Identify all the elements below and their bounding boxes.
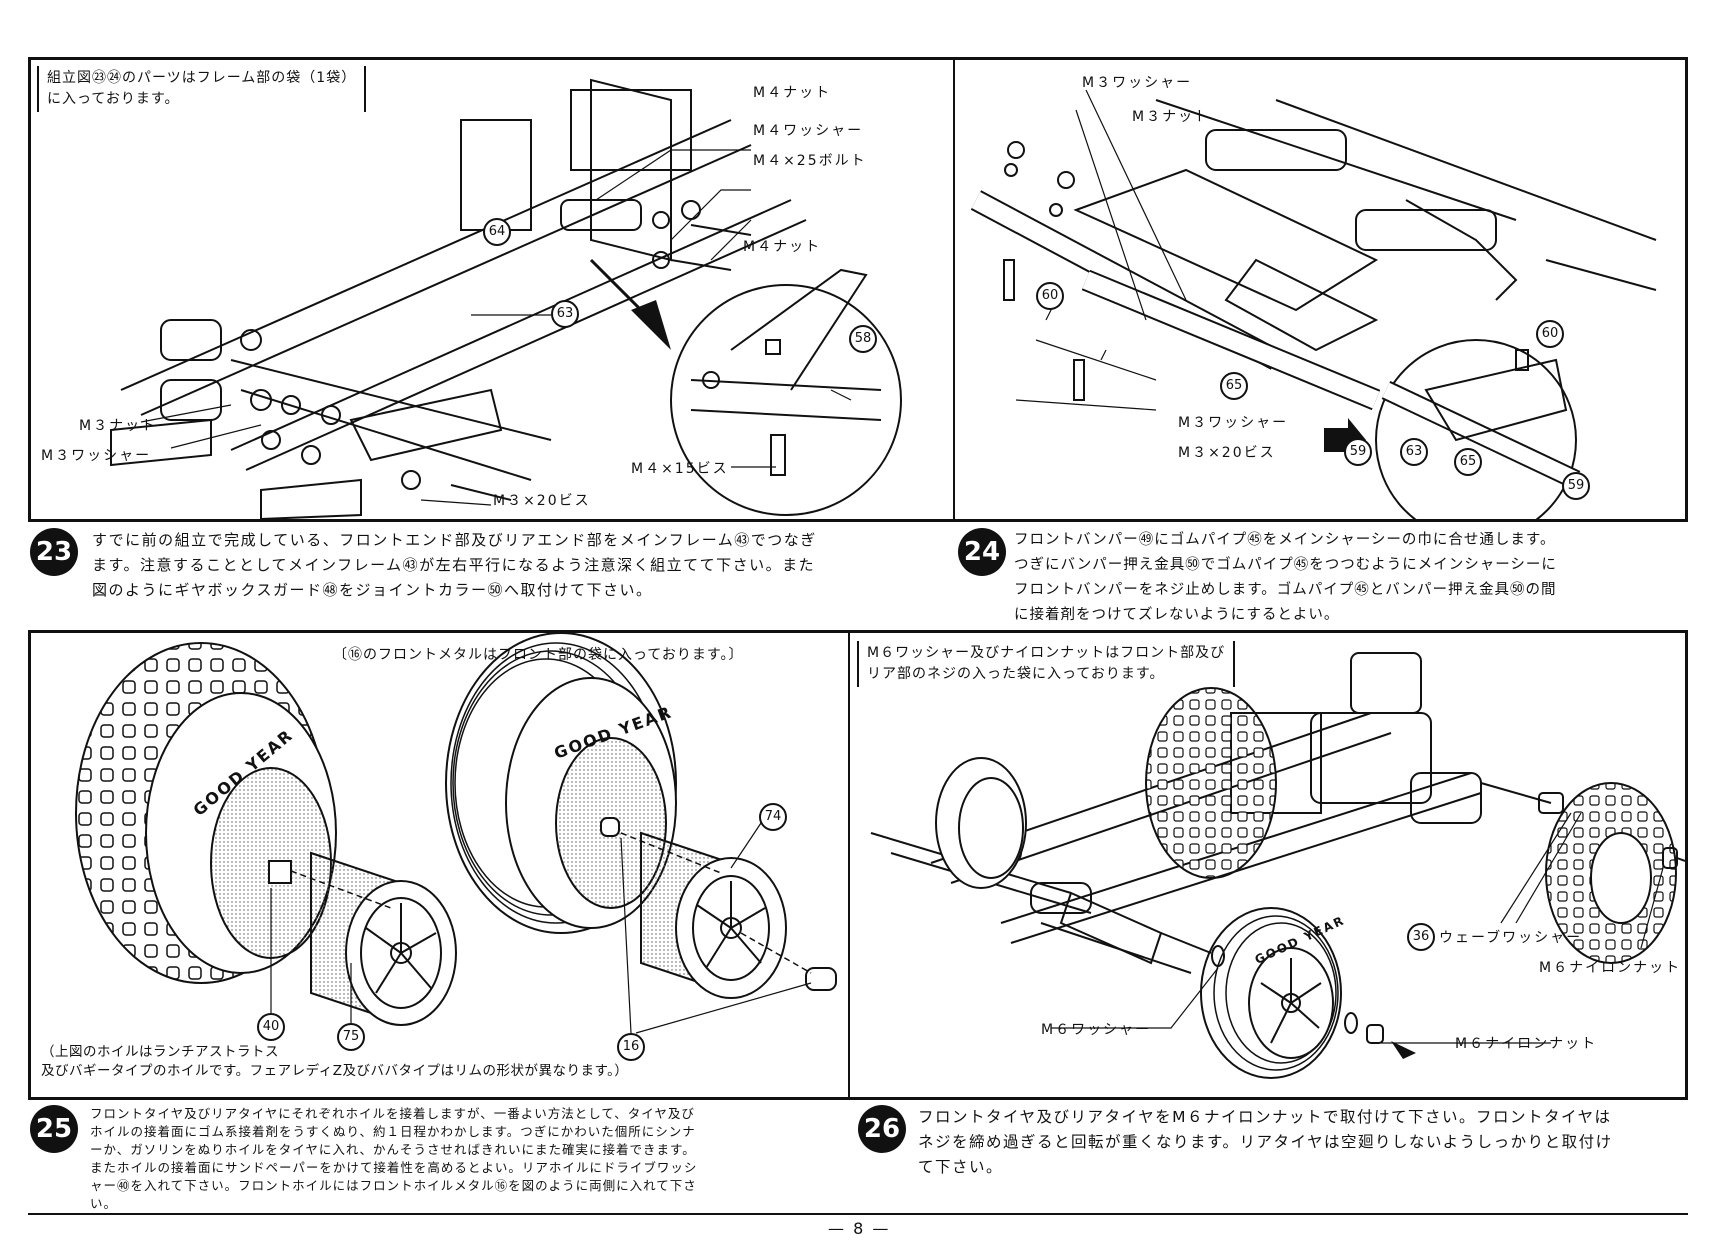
label-m6-nylon-nut-rear: M６ナイロンナット (1539, 960, 1682, 976)
step-25-text: フロントタイヤ及びリアタイヤにそれぞれホイルを接着しますが、一番よい方法として、… (90, 1106, 698, 1211)
step-26-text: フロントタイヤ及びリアタイヤをM６ナイロンナットで取付けて下さい。フロントタイヤ… (918, 1108, 1613, 1176)
label-m3-20-screw: M３×20ビス (1178, 445, 1276, 461)
part-number-75: 75 (337, 1023, 365, 1051)
detail-part-number-65: 65 (1454, 448, 1482, 476)
label-detail-m4-nut: M４ナット (743, 239, 822, 255)
step-26-badge: 26 (858, 1105, 906, 1153)
panel-23-illustration: 組立図㉓㉔のパーツはフレーム部の袋（1袋） に入っております。 M４ナット M４… (31, 60, 951, 519)
label-m3-nut: M３ナット (79, 418, 158, 434)
panel-26-illustration: M６ワッシャー及びナイロンナットはフロント部及び リア部のネジの入った袋に入って… (851, 633, 1685, 1097)
step-24-badge: 24 (958, 528, 1006, 576)
panel-26-note: M６ワッシャー及びナイロンナットはフロント部及び リア部のネジの入った袋に入って… (857, 641, 1236, 687)
label-m4-nut: M４ナット (753, 85, 832, 101)
label-m4-25-bolt: M４×25ボルト (753, 153, 867, 169)
page-number: — 8 — (828, 1219, 891, 1238)
part-number-74: 74 (759, 803, 787, 831)
label-m4-15-screw: M４×15ビス (631, 461, 729, 477)
label-m3-20-screw: M３×20ビス (493, 493, 591, 509)
chassis-frame-drawing (110, 78, 902, 519)
label-m3-washer-top: M３ワッシャー (1082, 75, 1193, 91)
label-wave-washer: ウェーブワッシャー (1439, 930, 1583, 946)
part-number-63: 63 (1400, 438, 1428, 466)
detail-part-number-59: 59 (1562, 472, 1590, 500)
part-number-63: 63 (551, 300, 579, 328)
panel-23-note: 組立図㉓㉔のパーツはフレーム部の袋（1袋） に入っております。 (37, 66, 367, 112)
bottom-divider (848, 630, 850, 1100)
label-m3-washer: M３ワッシャー (41, 448, 152, 464)
part-number-65: 65 (1220, 372, 1248, 400)
step-23-text: すでに前の組立で完成している、フロントエンド部及びリアエンド部をメインフレーム㊸… (92, 531, 817, 599)
front-bumper-drawing (970, 89, 1657, 519)
label-m6-nylon-nut-front: M６ナイロンナット (1455, 1036, 1598, 1052)
full-chassis-drawing (870, 652, 1685, 1079)
part-number-64: 64 (483, 218, 511, 246)
label-m3-nut: M３ナット (1132, 109, 1211, 125)
step-24-text: フロントバンパー㊾にゴムパイプ㊺をメインシャーシーの巾に合せ通します。 つぎにバ… (1014, 532, 1557, 623)
label-m4-washer: M４ワッシャー (753, 123, 864, 139)
step-23: 23 すでに前の組立で完成している、フロントエンド部及びリアエンド部をメインフレ… (30, 528, 950, 608)
part-number-36: 36 (1407, 923, 1435, 951)
panel-25-note: 〔⑯のフロントメタルはフロント部の袋に入っております。〕 (333, 647, 744, 663)
panel-24-illustration: M３ワッシャー M３ナット M３ワッシャー M３×20ビス 60 65 59 6… (956, 60, 1685, 519)
step-25-badge: 25 (30, 1105, 78, 1153)
detail-part-number-60: 60 (1536, 320, 1564, 348)
part-number-40: 40 (257, 1013, 285, 1041)
step-26: 26 フロントタイヤ及びリアタイヤをM６ナイロンナットで取付けて下さい。フロント… (858, 1105, 1688, 1215)
panel-25-footnote: （上図のホイルはランチアストラトス 及びバギータイプのホイルです。フェアレディZ… (41, 1044, 629, 1079)
step-23-badge: 23 (30, 528, 78, 576)
bottom-rule (28, 1213, 1688, 1215)
part-number-16: 16 (617, 1033, 645, 1061)
label-m3-washer-bottom: M３ワッシャー (1178, 415, 1289, 431)
part-number-59: 59 (1344, 438, 1372, 466)
panel-25-illustration: 〔⑯のフロントメタルはフロント部の袋に入っております。〕 GOOD YEAR G… (31, 633, 846, 1097)
top-divider (953, 57, 955, 522)
label-m6-washer: M６ワッシャー (1041, 1022, 1152, 1038)
part-number-60: 60 (1036, 282, 1064, 310)
step-24: 24 フロントバンパー㊾にゴムパイプ㊺をメインシャーシーの巾に合せ通します。 つ… (958, 528, 1688, 628)
part-number-58: 58 (849, 325, 877, 353)
tire-wheel-drawing (75, 633, 837, 1034)
step-25: 25 フロントタイヤ及びリアタイヤにそれぞれホイルを接着しますが、一番よい方法と… (30, 1105, 850, 1215)
